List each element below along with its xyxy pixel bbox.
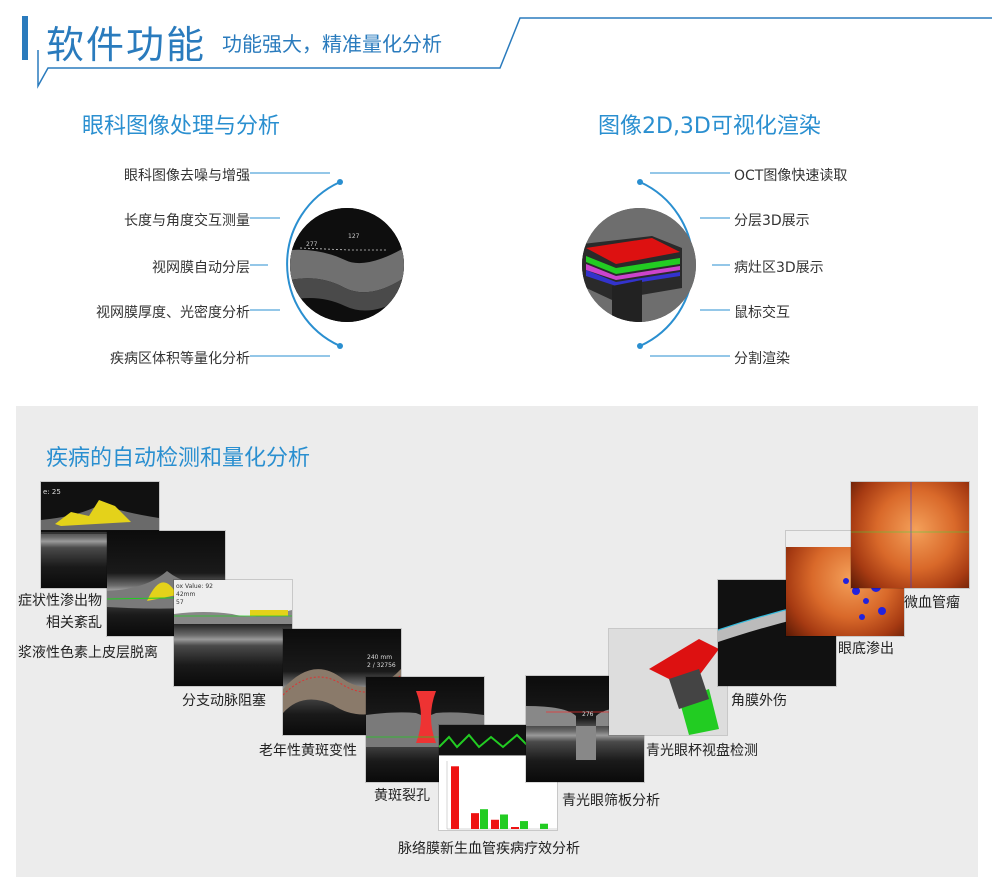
render-3d-image bbox=[582, 208, 696, 322]
caption-microaneurysm: 微血管瘤 bbox=[904, 595, 960, 611]
caption-exudate-2: 相关紊乱 bbox=[46, 615, 102, 631]
bar-green-4 bbox=[540, 823, 548, 829]
right-item-1: OCT图像快速读取 bbox=[734, 168, 848, 184]
caption-amd: 老年性黄斑变性 bbox=[259, 743, 357, 759]
thumb-exudate: e: 25 bbox=[41, 482, 159, 588]
caption-cup-disc: 青光眼杯视盘检测 bbox=[646, 743, 758, 759]
svg-text:240 mm: 240 mm bbox=[367, 654, 392, 661]
svg-text:ox Value: 92: ox Value: 92 bbox=[176, 583, 213, 590]
page-title: 软件功能 bbox=[46, 23, 207, 67]
right-item-5: 分割渲染 bbox=[734, 351, 790, 367]
caption-cornea: 角膜外伤 bbox=[731, 693, 787, 709]
left-item-3: 视网膜自动分层 bbox=[152, 260, 250, 276]
bar-red-3 bbox=[511, 827, 519, 829]
page-subtitle: 功能强大，精准量化分析 bbox=[222, 32, 442, 56]
thumb-bao: ox Value: 92 42mm 57 bbox=[174, 580, 292, 686]
bar-red-0 bbox=[451, 766, 459, 829]
header-frame bbox=[22, 16, 992, 89]
thumb-microaneurysm bbox=[851, 482, 969, 588]
caption-exudate: 症状性渗出物 bbox=[18, 593, 102, 609]
bar-red-1 bbox=[471, 813, 479, 829]
right-item-2: 分层3D展示 bbox=[734, 213, 810, 229]
left-item-1: 眼科图像去噪与增强 bbox=[124, 168, 250, 184]
svg-text:42mm: 42mm bbox=[176, 591, 195, 598]
right-item-3: 病灶区3D展示 bbox=[734, 260, 824, 276]
left-item-4: 视网膜厚度、光密度分析 bbox=[96, 305, 250, 321]
right-item-4: 鼠标交互 bbox=[734, 305, 790, 321]
svg-text:2 / 32756: 2 / 32756 bbox=[367, 662, 396, 669]
bar-red-2 bbox=[491, 819, 499, 829]
left-item-5: 疾病区体积等量化分析 bbox=[110, 351, 250, 367]
thumb-cup-disc bbox=[609, 629, 727, 735]
bar-green-1 bbox=[480, 809, 488, 829]
right-section-title: 图像2D,3D可视化渲染 bbox=[598, 114, 821, 139]
svg-text:276: 276 bbox=[582, 711, 594, 718]
caption-macular-hole: 黄斑裂孔 bbox=[374, 788, 430, 804]
bar-green-3 bbox=[520, 821, 528, 829]
svg-text:57: 57 bbox=[176, 599, 184, 606]
caption-ped: 浆液性色素上皮层脱离 bbox=[18, 645, 158, 661]
svg-text:127: 127 bbox=[348, 233, 360, 240]
caption-lamina: 青光眼筛板分析 bbox=[562, 793, 660, 809]
left-item-2: 长度与角度交互测量 bbox=[124, 213, 250, 229]
bar-green-2 bbox=[500, 814, 508, 829]
svg-text:277: 277 bbox=[306, 241, 318, 248]
caption-cnv-analysis: 脉络膜新生血管疾病疗效分析 bbox=[398, 841, 580, 857]
caption-fundus-exudate: 眼底渗出 bbox=[838, 641, 894, 657]
left-arc bbox=[250, 172, 343, 357]
caption-bao: 分支动脉阻塞 bbox=[182, 693, 266, 709]
oct-measure-image: 127 277 bbox=[290, 208, 404, 322]
svg-text:e: 25: e: 25 bbox=[43, 488, 61, 496]
left-section-title: 眼科图像处理与分析 bbox=[82, 114, 281, 139]
bottom-section-title: 疾病的自动检测和量化分析 bbox=[46, 446, 311, 471]
